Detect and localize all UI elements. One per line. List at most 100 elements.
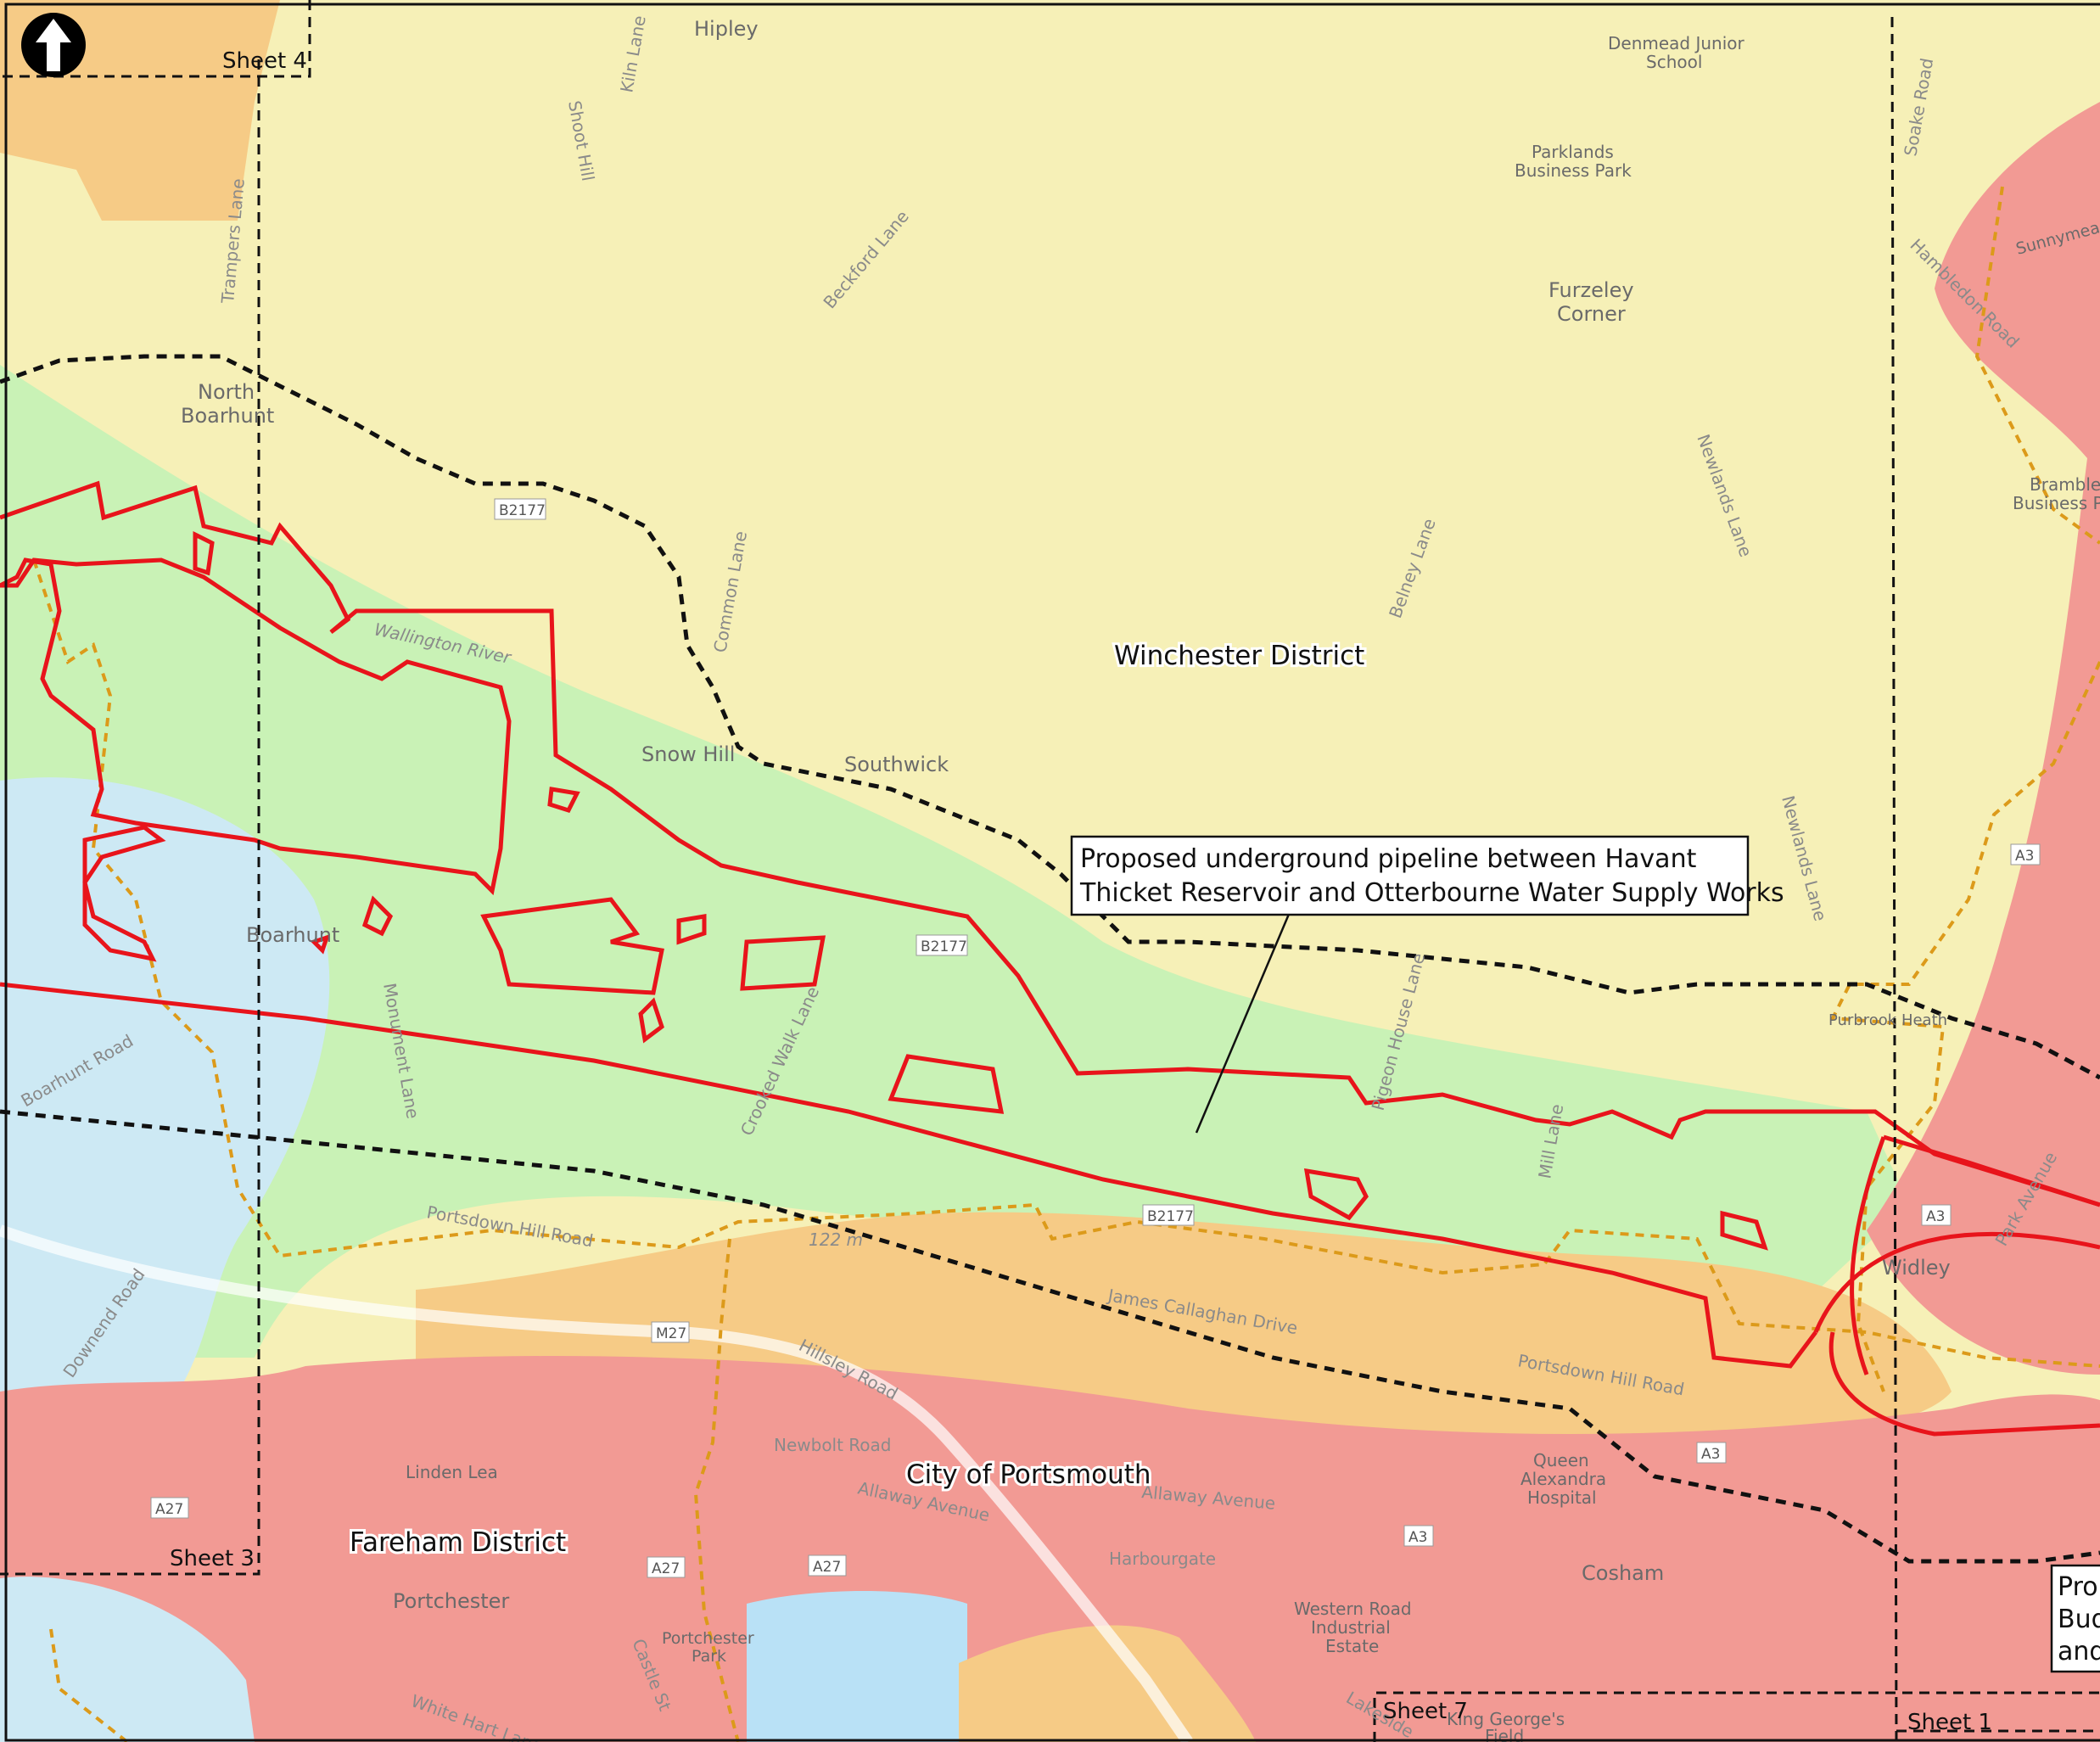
sheet-label[interactable]: Sheet 3	[170, 1546, 255, 1571]
harbour-water	[747, 1591, 967, 1742]
place-label: Hospital	[1527, 1487, 1597, 1508]
road-shield: A3	[1921, 1204, 1952, 1226]
spot-height-label: 122 m	[809, 1229, 863, 1250]
sheet-box-3	[0, 59, 260, 1576]
pipeline-parcel-2	[480, 897, 664, 995]
partial-callout: Prop Bud and	[2050, 1564, 2100, 1673]
pipeline-parcel-6	[1720, 1210, 1768, 1251]
pipeline-parcel-4	[888, 1054, 1005, 1114]
zone-red-east	[1867, 102, 2100, 1375]
place-label: Boarhunt	[181, 404, 274, 428]
pipeline-parcel-3	[740, 935, 826, 991]
place-label: Queen	[1533, 1450, 1589, 1470]
district-label-portsmouth: City of Portsmouth	[906, 1459, 1151, 1490]
road-shield: B2177	[916, 934, 968, 956]
place-label: Alexandra	[1520, 1469, 1606, 1489]
svg-text:B2177: B2177	[1147, 1208, 1194, 1225]
sheet-box-7	[1373, 1691, 2100, 1742]
place-label: King George's	[1447, 1709, 1565, 1729]
pipeline-parcel-5	[1303, 1168, 1369, 1221]
place-label: Purbrook Heath	[1828, 1011, 1947, 1029]
sheet-box-1	[1890, 16, 2100, 1742]
road-shield: A3	[2010, 843, 2041, 865]
road-label: Harbourgate	[1109, 1549, 1216, 1569]
road-shield: A27	[808, 1554, 847, 1577]
svg-text:Thicket Reservoir and Otterbou: Thicket Reservoir and Otterbourne Water …	[1079, 878, 1784, 908]
svg-text:M27: M27	[656, 1325, 686, 1342]
ward-boundary-southwest	[49, 1628, 129, 1742]
callout-leader	[1195, 911, 1291, 1134]
pipeline-callout: Proposed underground pipeline between Ha…	[1070, 835, 1784, 916]
place-label: Park	[692, 1647, 726, 1666]
place-label: Linden Lea	[406, 1462, 498, 1482]
svg-text:A3: A3	[1701, 1446, 1720, 1463]
place-label: Estate	[1325, 1636, 1379, 1656]
sheet-label[interactable]: Sheet 4	[222, 48, 307, 74]
pipeline-corridor-south[interactable]	[0, 557, 512, 896]
place-label: Southwick	[844, 753, 949, 776]
map-frame	[4, 3, 2100, 1742]
svg-text:A3: A3	[1926, 1208, 1945, 1225]
pipeline-corridor-north[interactable]	[0, 480, 2100, 1207]
place-label: Industrial	[1311, 1617, 1391, 1638]
svg-text:A3: A3	[2015, 848, 2034, 865]
north-arrow-icon	[21, 13, 86, 77]
place-label: Field	[1485, 1726, 1524, 1742]
svg-text:B2177: B2177	[921, 938, 967, 955]
district-label-fareham: Fareham District	[350, 1527, 566, 1558]
road-label: Newbolt Road	[774, 1435, 892, 1455]
motorway-m27	[0, 1224, 1193, 1742]
road-shield: B2177	[494, 498, 546, 520]
place-label: Cosham	[1582, 1561, 1664, 1585]
place-label: School	[1646, 52, 1702, 72]
svg-text:A27: A27	[155, 1501, 183, 1518]
place-label: Snow Hill	[641, 742, 735, 766]
road-shield: A3	[1696, 1442, 1727, 1464]
place-label: Corner	[1557, 302, 1626, 326]
road-shield: A27	[150, 1497, 189, 1519]
svg-text:and: and	[2058, 1637, 2100, 1666]
pipeline-parcel-1	[82, 825, 166, 962]
svg-text:B2177: B2177	[499, 502, 546, 519]
svg-text:A27: A27	[813, 1559, 841, 1576]
district-label-winchester: Winchester District	[1114, 641, 1364, 671]
place-label: Parklands	[1532, 142, 1614, 162]
svg-text:Proposed underground pipeline: Proposed underground pipeline between Ha…	[1080, 844, 1697, 874]
place-label: Furzeley	[1548, 278, 1634, 302]
place-label: Boarhunt	[246, 923, 339, 947]
pipeline-east-loop[interactable]	[1813, 1134, 2100, 1437]
svg-text:A27: A27	[652, 1560, 680, 1577]
place-label: Denmead Junior	[1608, 33, 1745, 53]
zone-green	[0, 365, 1909, 1358]
pipeline-parcel-7	[193, 530, 707, 1044]
zone-blue-west	[0, 1577, 255, 1742]
zone-blue	[0, 777, 330, 1442]
place-label: Western Road	[1294, 1599, 1412, 1619]
road-shield: A3	[1403, 1525, 1434, 1547]
place-label: Hipley	[694, 17, 759, 41]
zone-orange-south	[959, 1625, 1256, 1742]
place-label: Widley	[1882, 1256, 1951, 1280]
svg-text:Bud: Bud	[2058, 1605, 2100, 1634]
svg-text:Prop: Prop	[2058, 1572, 2100, 1602]
district-boundary-south	[0, 1109, 2100, 1564]
road-shield: M27	[651, 1321, 690, 1343]
sheet-box-4	[0, 0, 311, 78]
pipeline-route-line[interactable]	[0, 982, 1817, 1369]
district-boundary-north	[0, 354, 2100, 1080]
place-label: Brambles	[2030, 474, 2100, 495]
sheet-label[interactable]: Sheet 7	[1383, 1699, 1468, 1724]
road-shield: B2177	[1142, 1204, 1195, 1226]
svg-text:A3: A3	[1408, 1529, 1427, 1546]
place-label: Business Pa	[2013, 493, 2100, 513]
place-label: Portchester	[393, 1589, 509, 1613]
ward-boundary-east	[1829, 186, 2100, 1392]
sheet-label[interactable]: Sheet 1	[1907, 1710, 1992, 1735]
road-shield: A27	[647, 1556, 686, 1578]
place-label: Portchester	[662, 1629, 754, 1648]
zone-red-south	[0, 1356, 2100, 1742]
place-label: Business Park	[1515, 160, 1632, 181]
place-label: North	[198, 380, 255, 404]
ward-boundary-mid	[693, 1238, 740, 1742]
